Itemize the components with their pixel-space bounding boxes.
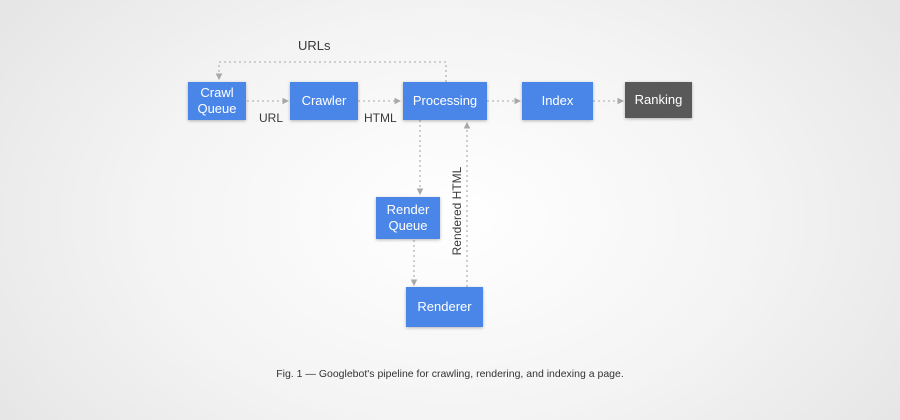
label-url: URL: [259, 111, 284, 125]
node-crawler: Crawler: [290, 82, 358, 120]
edge-urls-feedback: [215, 61, 447, 82]
node-index: Index: [522, 82, 593, 120]
node-crawl-queue: Crawl Queue: [188, 82, 246, 120]
label-rendered-html: Rendered HTML: [450, 166, 464, 256]
node-renderer: Renderer: [406, 287, 483, 327]
node-ranking: Ranking: [625, 82, 692, 118]
node-render-queue: Render Queue: [376, 197, 440, 239]
node-processing: Processing: [403, 82, 487, 120]
label-html: HTML: [364, 111, 397, 125]
label-urls: URLs: [298, 38, 331, 53]
figure-caption: Fig. 1 — Googlebot's pipeline for crawli…: [276, 368, 624, 380]
